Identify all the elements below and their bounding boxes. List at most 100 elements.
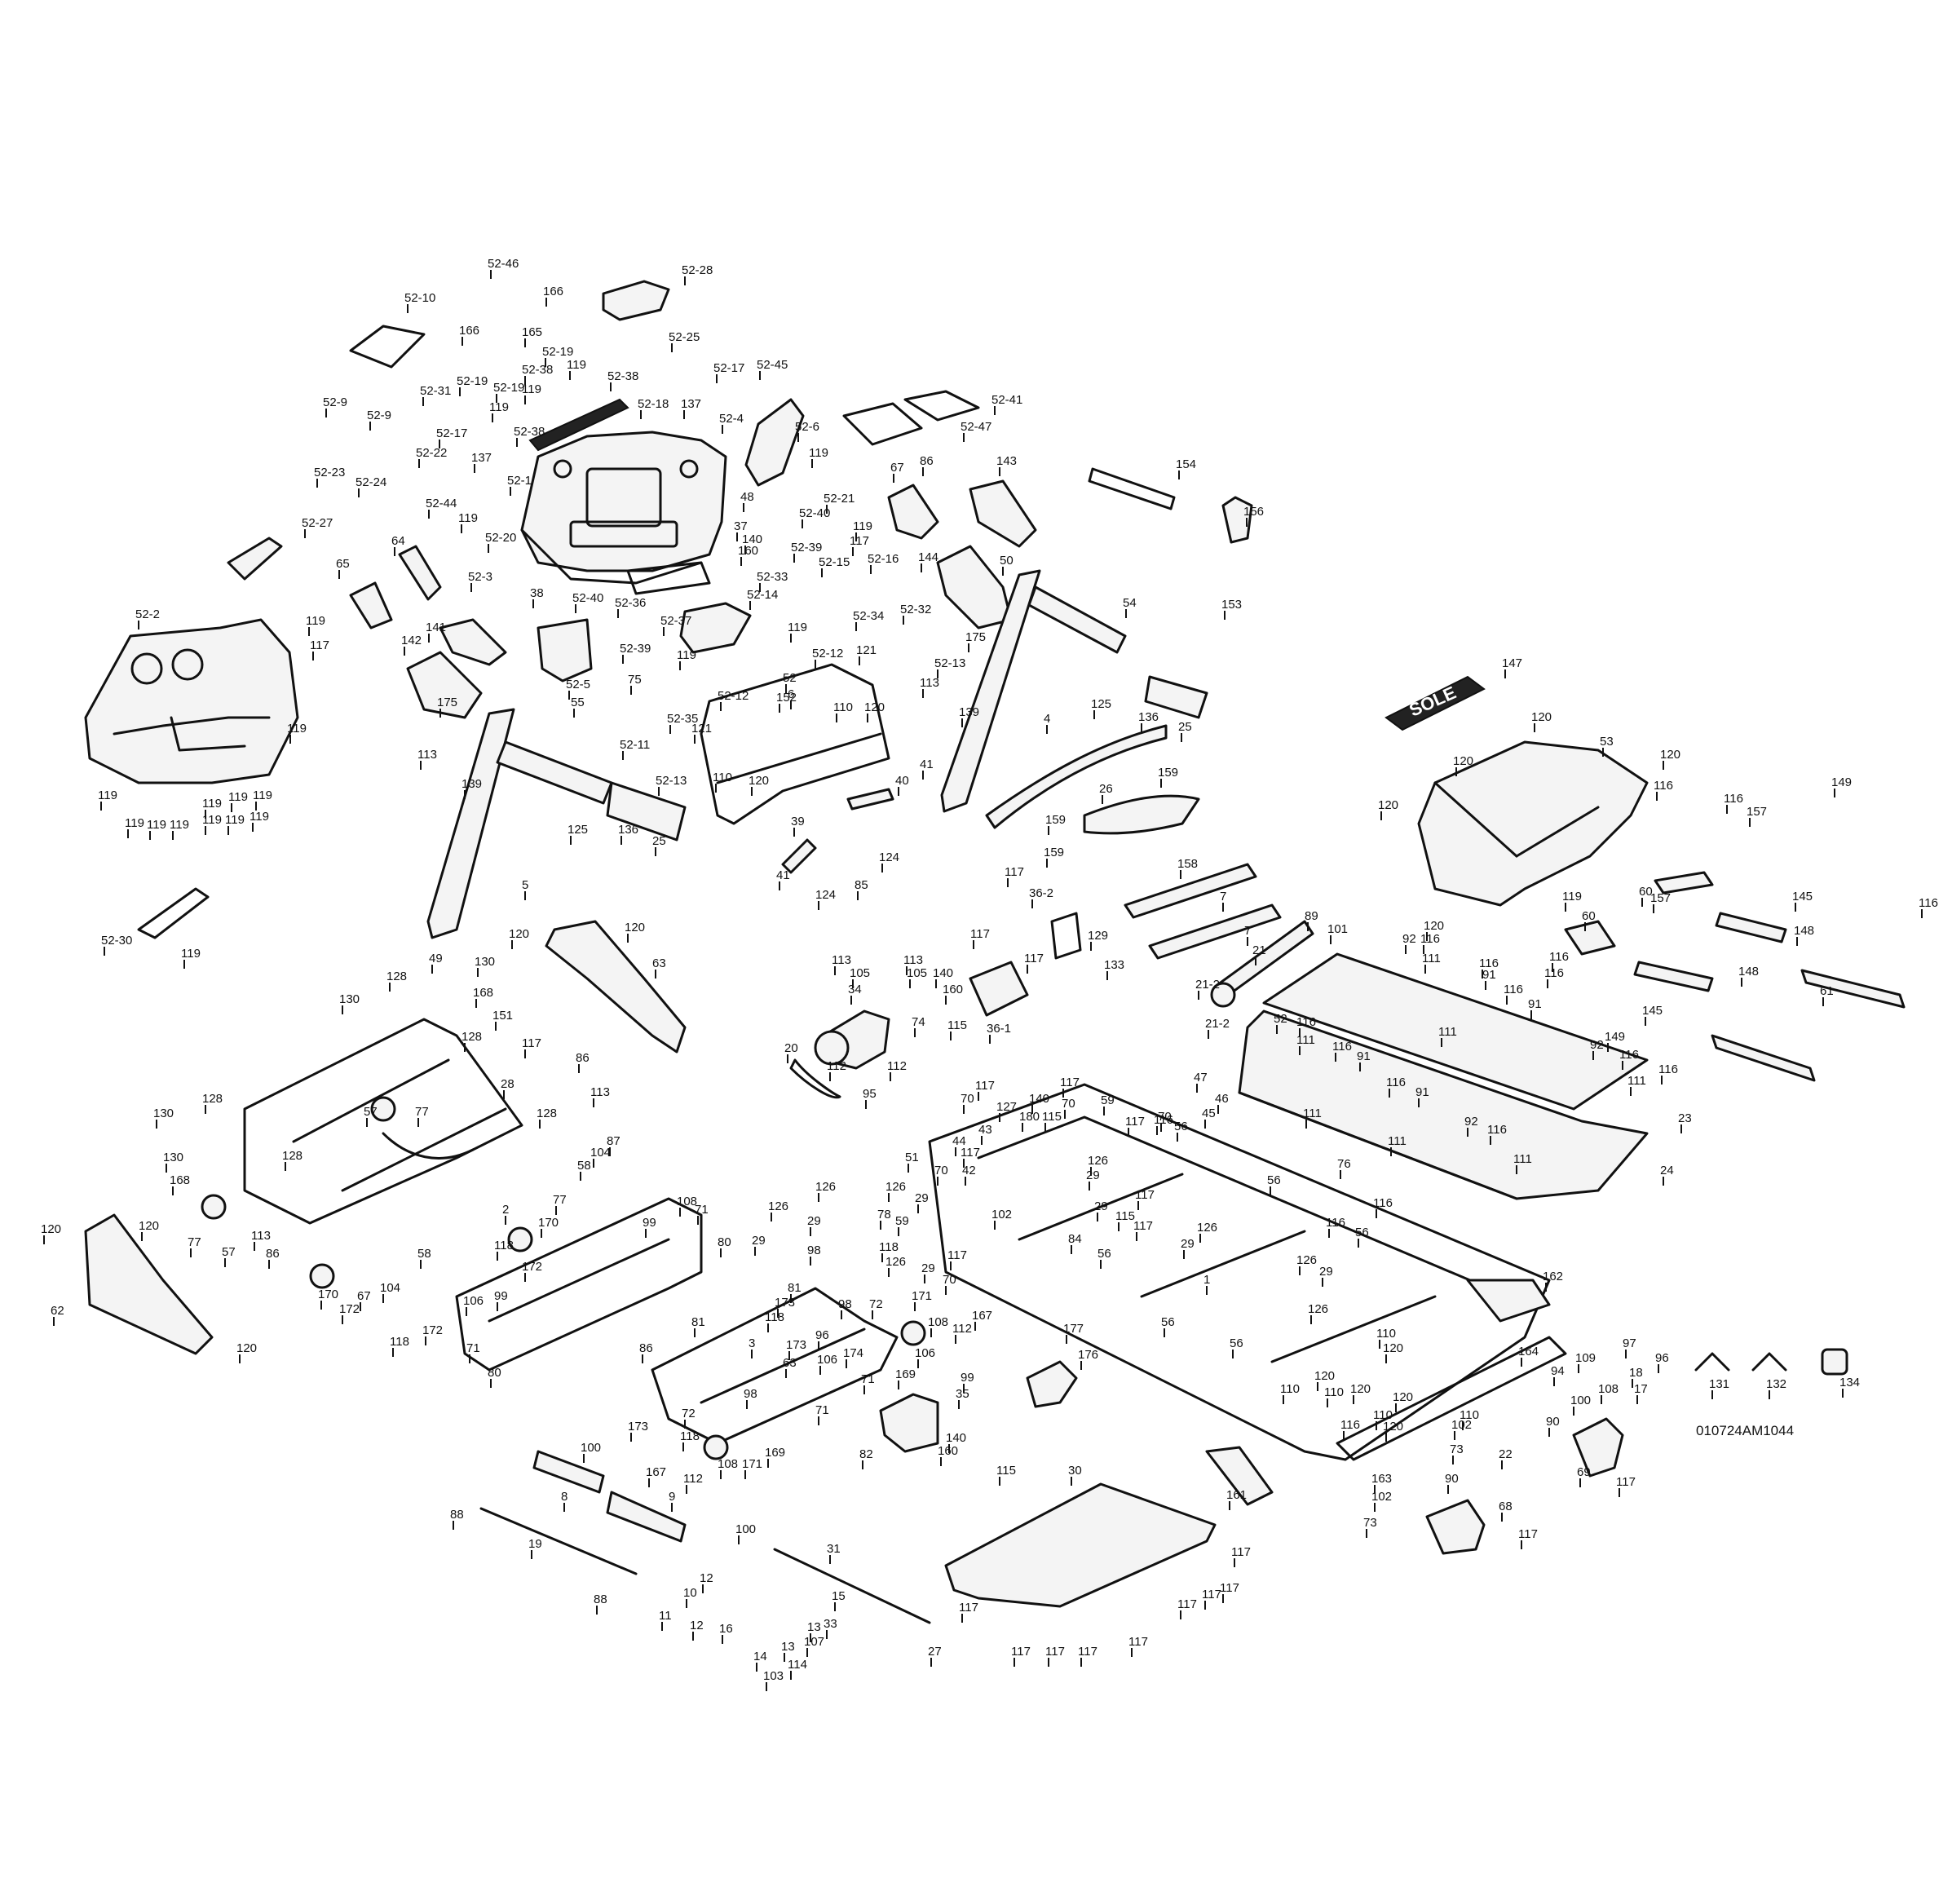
- part-label: 52-2: [135, 607, 160, 621]
- part-label: 11: [659, 1609, 672, 1623]
- part-label: 112: [827, 1059, 846, 1073]
- part-label: 52-10: [404, 291, 435, 305]
- part-label: 35: [956, 1387, 969, 1401]
- end-cap-161: [1205, 1446, 1274, 1506]
- part-label: 51: [905, 1151, 919, 1164]
- part-label: 54: [1123, 596, 1137, 610]
- part-label: 38: [530, 586, 544, 600]
- upright-mount-right-63: [545, 920, 687, 1054]
- part-label: 118: [680, 1429, 700, 1443]
- part-label: 56: [1097, 1247, 1111, 1261]
- part-label: 98: [807, 1244, 821, 1257]
- part-label: 36-2: [1029, 886, 1053, 900]
- part-label: 52-35: [667, 712, 698, 726]
- part-label: 108: [677, 1195, 697, 1208]
- part-label: 45: [1202, 1107, 1216, 1120]
- part-label: 113: [417, 748, 437, 762]
- part-label: 116: [1654, 779, 1673, 793]
- part-label: 97: [1623, 1336, 1636, 1350]
- part-label: 126: [1296, 1253, 1317, 1267]
- part-label: 118: [390, 1335, 409, 1349]
- part-label: 81: [788, 1281, 802, 1295]
- part-label: 116: [1658, 1062, 1678, 1076]
- part-label: 120: [1350, 1382, 1371, 1396]
- part-label: 134: [1839, 1376, 1860, 1389]
- part-label: 48: [740, 490, 754, 504]
- part-label: 157: [1747, 805, 1767, 819]
- console-bracket-52-30: [137, 887, 210, 939]
- part-label: 52-45: [757, 358, 788, 372]
- part-label: 117: [1024, 952, 1044, 965]
- part-label: 52-4: [719, 412, 744, 426]
- part-label: 61: [1820, 984, 1834, 998]
- part-label: 170: [318, 1288, 338, 1301]
- main-frame-1: [928, 1083, 1551, 1461]
- part-label: 159: [1158, 766, 1178, 780]
- part-label: 148: [1738, 965, 1759, 979]
- part-label: 86: [920, 454, 934, 468]
- part-label: 92: [1402, 932, 1416, 946]
- part-label: 147: [1502, 656, 1522, 670]
- part-label: 96: [1655, 1351, 1669, 1365]
- part-label: 29: [1319, 1265, 1333, 1279]
- part-label: 52-15: [819, 555, 850, 569]
- part-label: 105: [850, 966, 870, 980]
- part-label: 142: [401, 634, 422, 647]
- part-label: 116: [1724, 792, 1743, 806]
- part-label: 52-22: [416, 446, 447, 460]
- part-label: 29: [1086, 1168, 1100, 1182]
- upright-right: [940, 569, 1041, 813]
- part-label: 113: [903, 953, 923, 967]
- part-label: 52-40: [572, 591, 603, 605]
- part-label: 113: [590, 1085, 610, 1099]
- part-label: 116: [1544, 966, 1564, 980]
- part-label: 173: [786, 1338, 806, 1352]
- part-label: 120: [236, 1341, 257, 1355]
- part-label: 52-9: [323, 395, 347, 409]
- part-label: 117: [1045, 1645, 1065, 1659]
- part-label: 104: [590, 1146, 611, 1160]
- part-label: 91: [1415, 1085, 1429, 1099]
- part-label: 119: [250, 810, 269, 824]
- part-label: 82: [859, 1447, 873, 1461]
- part-label: 112: [952, 1322, 972, 1336]
- part-label: 72: [682, 1407, 696, 1420]
- part-label: 115: [947, 1018, 967, 1032]
- part-label: 29: [915, 1191, 929, 1205]
- overlay-sheet-52-10: [349, 325, 426, 369]
- part-label: 116: [1479, 956, 1499, 970]
- part-label: 52-19: [457, 374, 488, 388]
- part-label: 117: [1133, 1219, 1153, 1233]
- part-label: 29: [921, 1261, 935, 1275]
- part-label: 111: [1303, 1107, 1322, 1120]
- part-label: 117: [970, 927, 990, 941]
- part-label: 52-17: [713, 361, 744, 375]
- part-label: 60: [1582, 909, 1596, 923]
- part-label: 100: [1570, 1394, 1591, 1407]
- side-trim-148: [1633, 912, 1787, 992]
- part-label: 116: [1332, 1040, 1352, 1054]
- part-label: 1: [1203, 1273, 1210, 1287]
- diagram-code: 010724AM1044: [1696, 1423, 1794, 1438]
- part-143: [969, 479, 1037, 548]
- part-label: 119: [228, 790, 248, 804]
- part-label: 126: [768, 1199, 788, 1213]
- rear-foot-69: [1572, 1417, 1624, 1478]
- part-label: 21: [1252, 943, 1266, 957]
- console-speaker-housing: [84, 618, 299, 784]
- clips-131-132: [1694, 1352, 1787, 1372]
- part-label: 117: [961, 1146, 980, 1160]
- part-label: 125: [1091, 697, 1111, 711]
- part-label: 130: [475, 955, 495, 969]
- part-label: 119: [125, 816, 144, 830]
- part-label: 29: [752, 1234, 766, 1248]
- part-label: 9: [669, 1490, 675, 1504]
- part-label: 58: [577, 1159, 591, 1173]
- part-label: 57: [222, 1245, 236, 1259]
- part-label: 39: [791, 815, 805, 828]
- part-label: 70: [934, 1164, 948, 1177]
- part-label: 163: [1371, 1472, 1392, 1486]
- part-label: 116: [1487, 1123, 1507, 1137]
- part-label: 117: [1220, 1581, 1239, 1595]
- controller-36-1: [969, 961, 1029, 1017]
